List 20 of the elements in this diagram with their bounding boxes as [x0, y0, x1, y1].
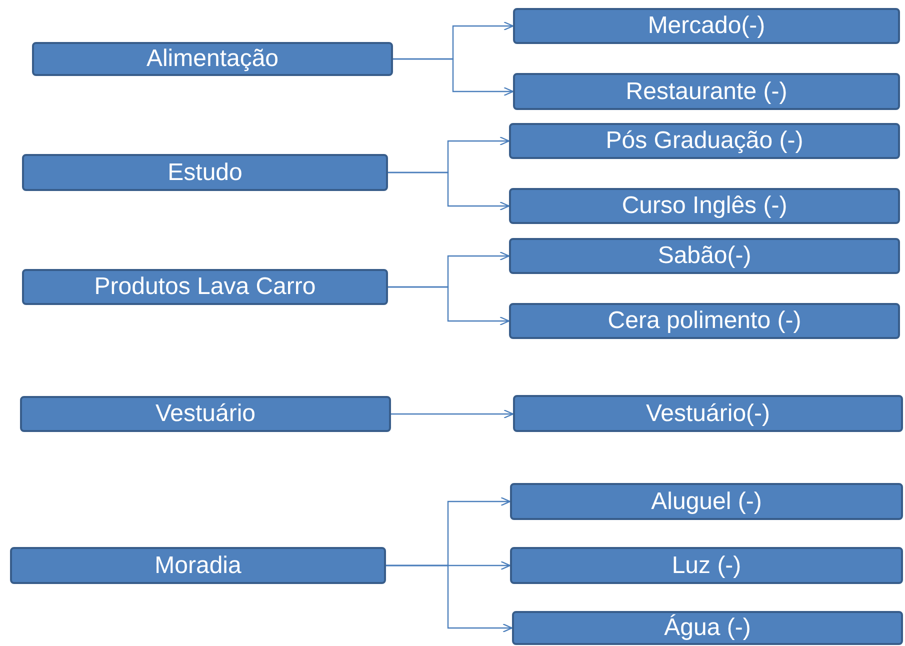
category-box: Aluguel (-): [510, 483, 903, 520]
category-box: Luz (-): [510, 547, 903, 584]
category-box: Produtos Lava Carro: [22, 269, 388, 305]
connector-arrow: [386, 564, 513, 633]
connector-arrow: [388, 286, 510, 326]
category-box: Cera polimento (-): [509, 303, 900, 339]
category-box: Vestuário: [20, 396, 391, 432]
category-box: Alimentação: [32, 42, 393, 76]
connector-arrow: [393, 58, 514, 96]
category-box: Água (-): [512, 611, 903, 645]
category-box: Curso Inglês (-): [509, 188, 900, 224]
category-box: Restaurante (-): [513, 73, 900, 110]
category-box: Pós Graduação (-): [509, 123, 900, 159]
connector-arrow: [388, 172, 510, 211]
category-box: Mercado(-): [513, 8, 900, 44]
category-box: Vestuário(-): [513, 395, 903, 432]
category-box: Sabão(-): [509, 238, 900, 274]
category-box: Moradia: [10, 547, 386, 584]
category-box: Estudo: [22, 154, 388, 191]
connector-arrow: [391, 409, 514, 419]
